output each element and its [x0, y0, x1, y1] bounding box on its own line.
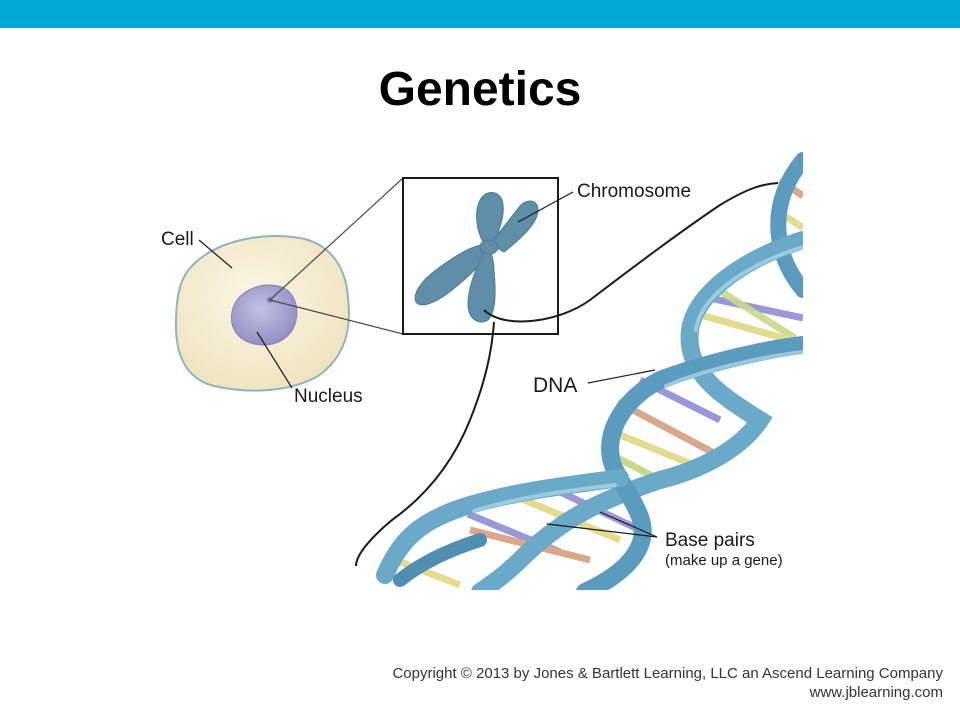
base-pairs-label: Base pairs [665, 530, 755, 551]
zoom-line-bottom [269, 299, 404, 335]
base-pairs-leader-2 [599, 511, 658, 538]
copyright-text: Copyright © 2013 by Jones & Bartlett Lea… [392, 665, 943, 682]
cell-label: Cell [161, 229, 194, 250]
nucleus-label: Nucleus [294, 386, 363, 407]
chromosome-label: Chromosome [577, 181, 691, 202]
copyright-footer: Copyright © 2013 by Jones & Bartlett Lea… [392, 664, 943, 702]
nucleus-leader [256, 331, 293, 389]
website-text: www.jblearning.com [809, 684, 943, 701]
dna-leader [587, 369, 656, 384]
slide-title: Genetics [378, 63, 582, 116]
zoom-line-top [269, 177, 404, 301]
base-pairs-note: (make up a gene) [665, 552, 783, 569]
dna-label: DNA [533, 374, 577, 397]
base-pairs-leader-1 [546, 523, 658, 538]
cell-leader [198, 239, 233, 269]
chromosome-leader [517, 191, 574, 223]
dna-helix [376, 152, 803, 590]
chromosome [414, 192, 539, 323]
dna-strand-down [355, 321, 495, 567]
dna-strand-to-helix [483, 182, 779, 323]
top-accent-bar [0, 0, 960, 28]
nucleus [230, 284, 298, 346]
